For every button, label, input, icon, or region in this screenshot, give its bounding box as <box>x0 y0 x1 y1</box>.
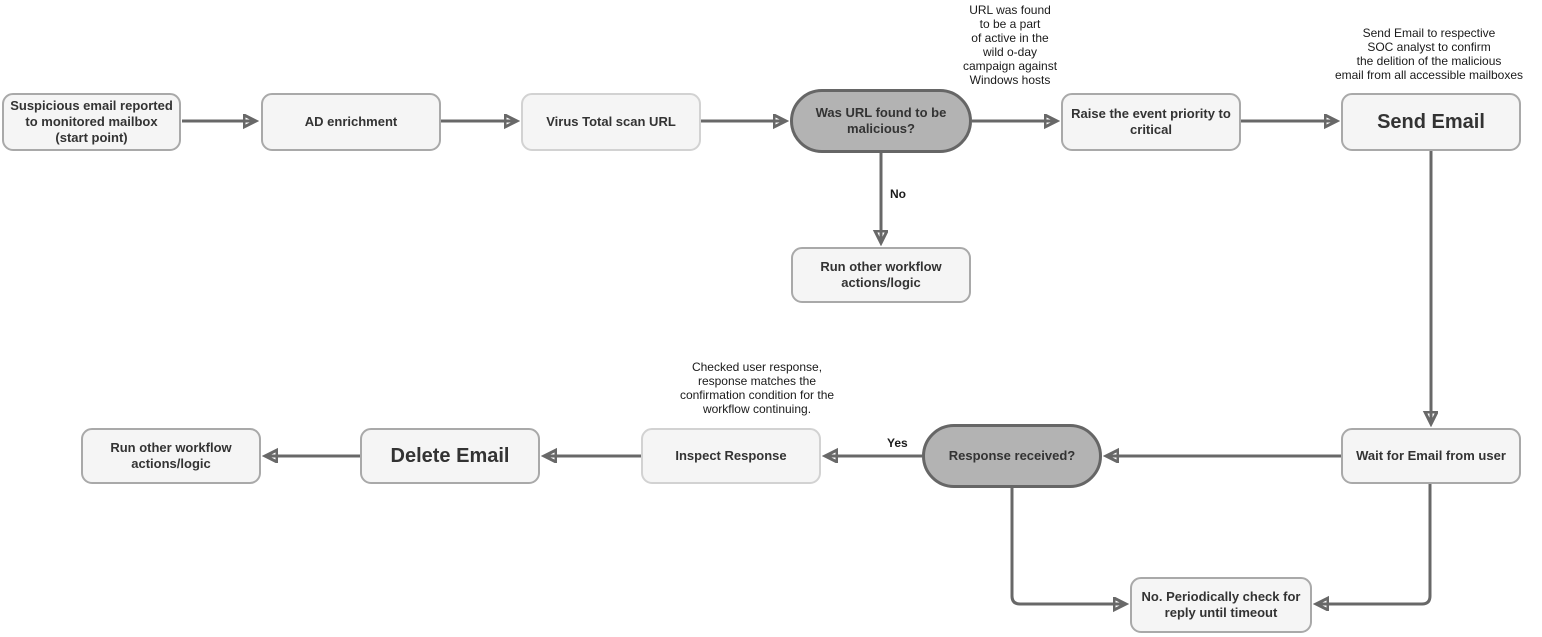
node-virus-total[interactable]: Virus Total scan URL <box>521 93 701 151</box>
node-virus-total-label: Virus Total scan URL <box>546 114 676 129</box>
node-wait-for-email[interactable]: Wait for Email from user <box>1341 428 1521 484</box>
edge-wait-to-periodic <box>1316 484 1432 604</box>
node-delete-email-label: Delete Email <box>390 445 510 467</box>
node-run-other-workflow-top-label: Run other workflow actions/logic <box>820 259 942 290</box>
node-inspect-response-label: Inspect Response <box>675 448 787 463</box>
node-send-email[interactable]: Send Email <box>1341 93 1521 151</box>
node-start-label: Suspicious email reported to monitored m… <box>10 98 173 145</box>
node-send-email-label: Send Email <box>1377 111 1485 133</box>
node-periodic-check[interactable]: No. Periodically check for reply until t… <box>1130 577 1312 633</box>
node-response-received-decision[interactable]: Response received? <box>922 424 1102 488</box>
node-raise-priority[interactable]: Raise the event priority to critical <box>1061 93 1241 151</box>
node-ad-enrichment[interactable]: AD enrichment <box>261 93 441 151</box>
node-run-other-workflow-top[interactable]: Run other workflow actions/logic <box>791 247 971 303</box>
node-start[interactable]: Suspicious email reported to monitored m… <box>2 93 181 151</box>
edge-response-to-periodic <box>1010 488 1126 604</box>
node-raise-priority-label: Raise the event priority to critical <box>1071 106 1231 137</box>
node-ad-enrichment-label: AD enrichment <box>304 114 398 129</box>
node-periodic-check-label: No. Periodically check for reply until t… <box>1141 589 1301 620</box>
node-response-received-decision-label: Response received? <box>948 448 1076 463</box>
node-run-other-workflow-bottom[interactable]: Run other workflow actions/logic <box>81 428 261 484</box>
annotation-inspect-response-note: Checked user response, response matches … <box>679 360 835 416</box>
node-url-malicious-decision[interactable]: Was URL found to be malicious? <box>790 89 972 153</box>
node-run-other-workflow-bottom-label: Run other workflow actions/logic <box>110 440 232 471</box>
edge-label-yes: Yes <box>885 436 910 450</box>
node-delete-email[interactable]: Delete Email <box>360 428 540 484</box>
node-inspect-response[interactable]: Inspect Response <box>641 428 821 484</box>
edge-label-no: No <box>888 187 908 201</box>
annotation-zero-day-campaign: URL was found to be a part of active in … <box>962 3 1058 87</box>
node-wait-for-email-label: Wait for Email from user <box>1356 448 1506 463</box>
node-url-malicious-decision-label: Was URL found to be malicious? <box>815 105 947 136</box>
annotation-send-email-note: Send Email to respective SOC analyst to … <box>1334 26 1524 82</box>
